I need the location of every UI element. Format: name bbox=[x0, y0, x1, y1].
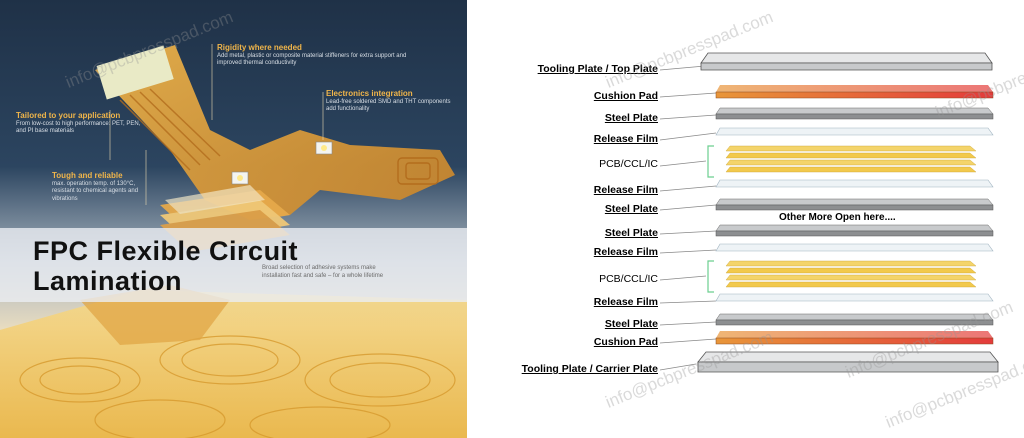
label-tooling-top-plate: Tooling Plate / Top Plate bbox=[537, 63, 658, 75]
feature-adhesive: Broad selection of adhesive systems make… bbox=[262, 265, 387, 280]
label-steel-plate-3: Steel Plate bbox=[604, 227, 658, 239]
label-release-film-3: Release Film bbox=[593, 246, 658, 258]
feature-title: Tough and reliable bbox=[52, 171, 123, 180]
release-film-1-shape bbox=[715, 127, 994, 136]
feature-desc: Lead-free soldered SMD and THT component… bbox=[326, 98, 451, 113]
tooling-carrier-plate-shape bbox=[697, 351, 999, 373]
label-cushion-pad-top: Cushion Pad bbox=[593, 90, 658, 102]
steel-plate-4-shape bbox=[715, 313, 994, 326]
label-pcb-2: PCB/CCL/IC bbox=[599, 273, 658, 285]
feature-tailored: Tailored to your application From low-co… bbox=[16, 112, 141, 136]
feature-desc: Broad selection of adhesive systems make… bbox=[262, 265, 384, 279]
feature-electronics: Electronics integration Lead-free solder… bbox=[326, 90, 461, 114]
release-film-3-shape bbox=[715, 243, 994, 252]
feature-title: Tailored to your application bbox=[16, 111, 121, 120]
cushion-pad-bottom-shape bbox=[715, 331, 994, 345]
feature-rigidity: Rigidity where needed Add metal, plastic… bbox=[217, 44, 407, 68]
feature-title: Rigidity where needed bbox=[217, 43, 302, 52]
pcb-group-2-shape bbox=[707, 260, 977, 293]
tooling-top-plate-shape bbox=[700, 52, 993, 71]
fpc-product-photo: Rigidity where needed Add metal, plastic… bbox=[0, 0, 467, 438]
label-steel-plate-1: Steel Plate bbox=[604, 112, 658, 124]
headline-title: FPC Flexible Circuit Lamination bbox=[33, 236, 298, 296]
steel-plate-3-shape bbox=[715, 224, 994, 237]
label-release-film-4: Release Film bbox=[593, 296, 658, 308]
lamination-stack-diagram: Tooling Plate / Top Plate Cushion Pad St… bbox=[480, 0, 1024, 438]
stack-layers bbox=[659, 52, 999, 373]
release-film-2-shape bbox=[715, 179, 994, 188]
label-cushion-pad-bottom: Cushion Pad bbox=[593, 336, 658, 348]
headline-line-2: Lamination bbox=[33, 266, 183, 296]
feature-desc: max. operation temp. of 130°C, resistant… bbox=[52, 180, 139, 202]
label-pcb-1: PCB/CCL/IC bbox=[599, 158, 658, 170]
feature-tough: Tough and reliable max. operation temp. … bbox=[52, 172, 157, 203]
label-release-film-2: Release Film bbox=[593, 184, 658, 196]
feature-desc: Add metal, plastic or composite material… bbox=[217, 52, 407, 67]
feature-title: Electronics integration bbox=[326, 89, 413, 98]
pcb-group-1-shape bbox=[707, 145, 977, 178]
label-tooling-carrier-plate: Tooling Plate / Carrier Plate bbox=[521, 363, 658, 375]
leader-lines bbox=[659, 65, 717, 371]
label-steel-plate-2: Steel Plate bbox=[604, 203, 658, 215]
release-film-4-shape bbox=[715, 293, 994, 302]
label-release-film-1: Release Film bbox=[593, 133, 658, 145]
steel-plate-2-shape bbox=[715, 198, 994, 211]
cushion-pad-top-shape bbox=[715, 85, 994, 99]
headline-banner bbox=[0, 228, 467, 302]
feature-desc: From low-cost to high performance: PET, … bbox=[16, 120, 141, 135]
headline-line-1: FPC Flexible Circuit bbox=[33, 236, 299, 266]
other-more-open-note: Other More Open here.... bbox=[779, 212, 896, 223]
label-steel-plate-4: Steel Plate bbox=[604, 318, 658, 330]
steel-plate-1-shape bbox=[715, 107, 994, 120]
